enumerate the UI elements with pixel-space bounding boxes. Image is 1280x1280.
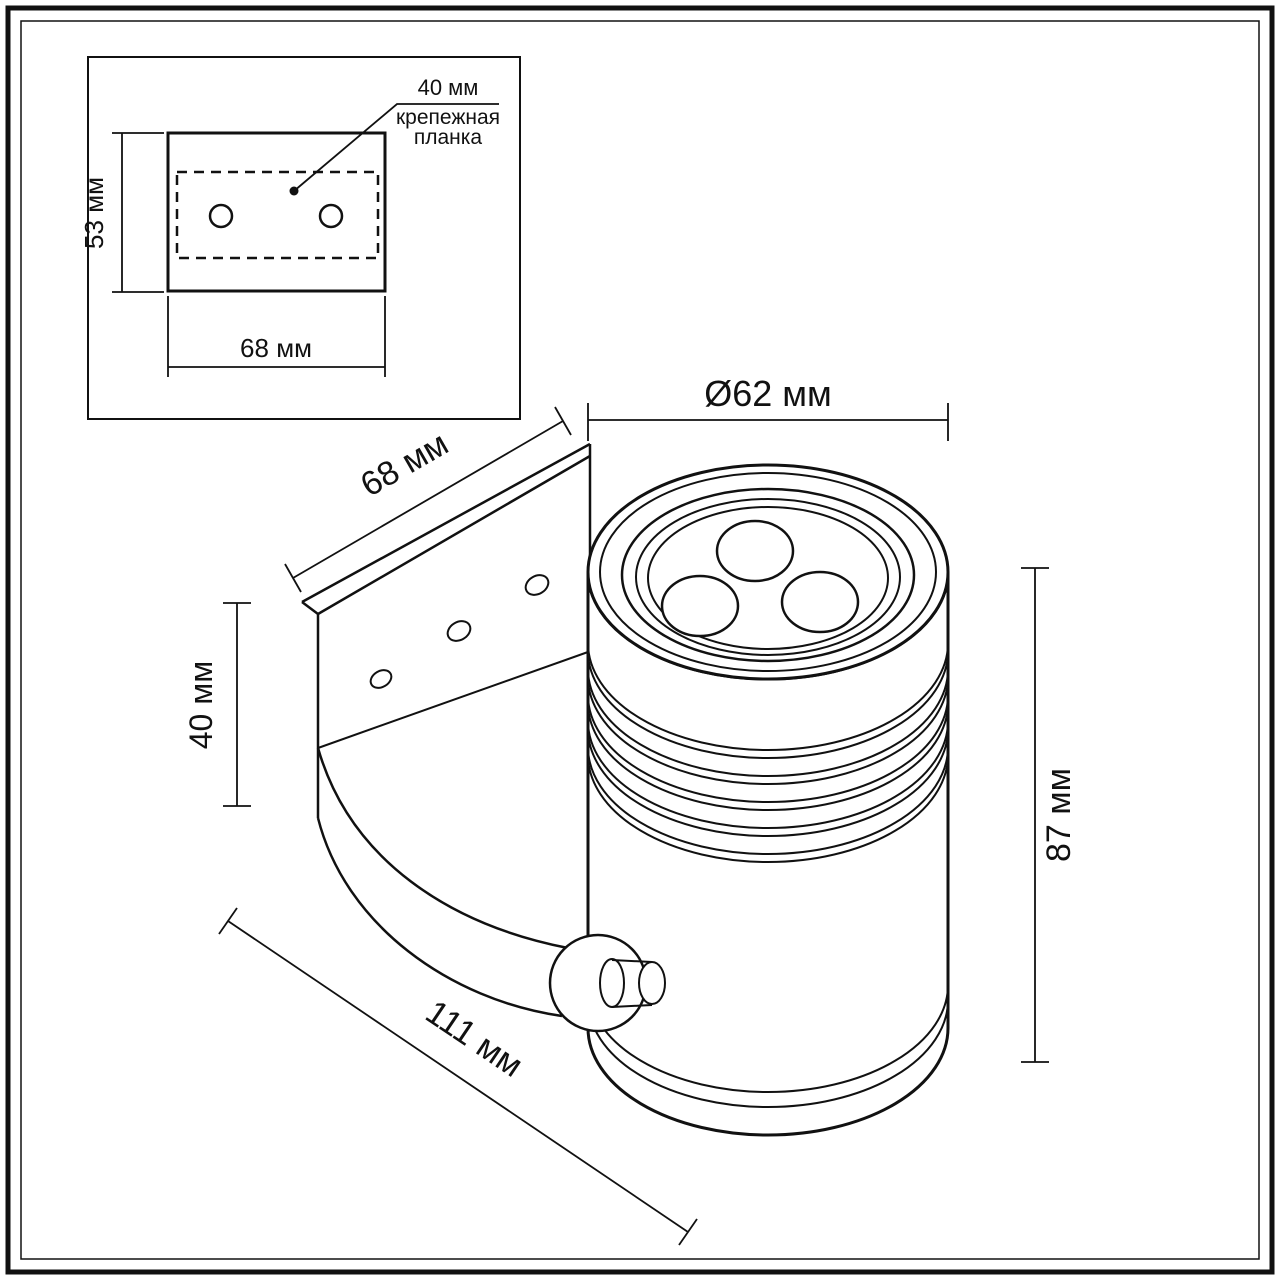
- diameter-label: Ø62 мм: [704, 373, 832, 414]
- led-lens-left: [660, 574, 740, 638]
- pivot-pin-bottom-line: [611, 1004, 653, 1008]
- glass-ring-inner: [647, 506, 889, 650]
- rim-ring-2: [599, 472, 937, 672]
- cap-seam-lower: [587, 999, 949, 1108]
- bracket-hole-3: [524, 574, 550, 596]
- dim-tick: [554, 406, 572, 436]
- rib-line: [587, 720, 949, 829]
- bezel-ring: [620, 487, 916, 663]
- callout-text-line1: крепежная: [396, 106, 500, 129]
- plate-width-label: 68 мм: [240, 333, 312, 363]
- body-height-label: 87 мм: [1040, 768, 1078, 862]
- bracket-height-label: 40 мм: [183, 661, 219, 749]
- plate-outline: [166, 131, 387, 293]
- rib-line: [587, 650, 949, 759]
- dim-tick: [284, 563, 302, 593]
- cap-seam-upper: [587, 984, 949, 1093]
- led-lens-right: [780, 570, 860, 634]
- bracket-arm-outer-curve: [316, 817, 563, 1018]
- dim-tick: [218, 907, 238, 935]
- mounting-hole-left: [208, 203, 234, 229]
- rib-line: [587, 668, 949, 777]
- rib-line: [587, 694, 949, 803]
- bracket-arm-inner-curve: [316, 747, 569, 950]
- rib-line: [587, 642, 949, 751]
- bracket-top-edge-outer: [301, 442, 591, 604]
- rib-line: [587, 728, 949, 837]
- pivot-pin-end: [638, 961, 666, 1005]
- bracket-top-left-corner: [301, 601, 319, 615]
- rib-line: [587, 754, 949, 863]
- dim-line-overall-length: [227, 920, 689, 1233]
- mounting-plate-inset: 40 мм крепежная планка 53 мм 68 мм: [79, 56, 521, 420]
- cooling-ribs: [587, 642, 949, 863]
- dim-tick: [678, 1218, 698, 1246]
- glass-ring-outer: [635, 498, 901, 656]
- plate-height-label: 53 мм: [79, 177, 109, 249]
- mounting-bar-dashed-outline: [175, 170, 380, 260]
- callout-text-line2: планка: [414, 126, 483, 149]
- bracket-top-edge-inner: [317, 454, 591, 616]
- bracket-hole-2: [446, 620, 472, 642]
- inset-box: [87, 56, 521, 420]
- outer-frame-border: [5, 5, 1275, 1275]
- mounting-hole-right: [318, 203, 344, 229]
- dim-line-bracket-depth: [292, 420, 564, 579]
- pivot-boss: [548, 933, 648, 1033]
- bracket-fold-line: [317, 651, 589, 749]
- callout-leader-line: [293, 103, 499, 192]
- rib-line: [587, 676, 949, 785]
- rib-line: [587, 702, 949, 811]
- spotlight-isometric-view: Ø62 мм 68 мм 40 мм 87 мм 111 мм: [183, 373, 1078, 1246]
- lamp-head: [586, 463, 950, 681]
- mounting-bracket: [301, 442, 592, 1018]
- overall-length-label: 111 мм: [419, 993, 530, 1085]
- bracket-hole-1: [369, 669, 393, 689]
- pivot-joint: [548, 933, 666, 1033]
- inner-frame-border: [20, 20, 1260, 1260]
- led-lens-top: [715, 519, 795, 583]
- rib-line: [587, 746, 949, 855]
- callout-value-label: 40 мм: [418, 75, 479, 100]
- pivot-pin-top-line: [611, 959, 653, 963]
